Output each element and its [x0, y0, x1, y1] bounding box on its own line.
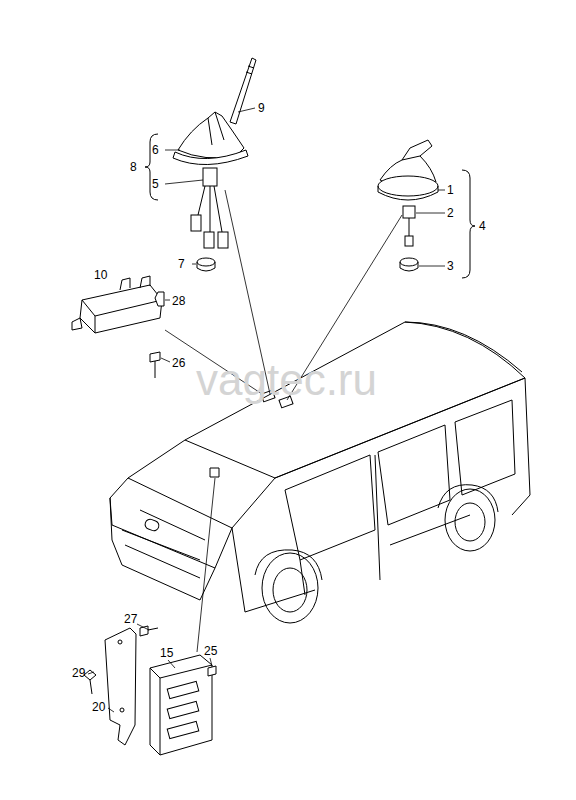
group-brackets — [145, 134, 475, 278]
callout-number: 7 — [178, 257, 185, 271]
module-10 — [72, 276, 164, 378]
watermark: vagtec.ru — [196, 355, 377, 405]
callout-number: 5 — [152, 177, 159, 191]
callout-number: 26 — [172, 356, 185, 370]
callout-number: 25 — [204, 644, 217, 658]
module-15-bracket-20 — [84, 626, 216, 755]
callout-number: 27 — [124, 612, 137, 626]
callout-number: 2 — [447, 206, 454, 220]
roof-antenna-4 — [378, 140, 438, 271]
callout-number: 8 — [130, 160, 137, 174]
callout-number: 28 — [172, 294, 185, 308]
callout-number: 6 — [152, 143, 159, 157]
callout-number: 9 — [258, 101, 265, 115]
roof-antenna-8 — [173, 58, 256, 271]
callout-number: 20 — [92, 700, 105, 714]
callout-number: 3 — [447, 259, 454, 273]
callout-number: 10 — [94, 268, 107, 282]
van-body — [110, 322, 530, 623]
callout-number: 4 — [479, 219, 486, 233]
callout-number: 1 — [447, 183, 454, 197]
callout-number: 29 — [72, 666, 85, 680]
callout-number: 15 — [160, 646, 173, 660]
leader-lines — [88, 108, 445, 712]
